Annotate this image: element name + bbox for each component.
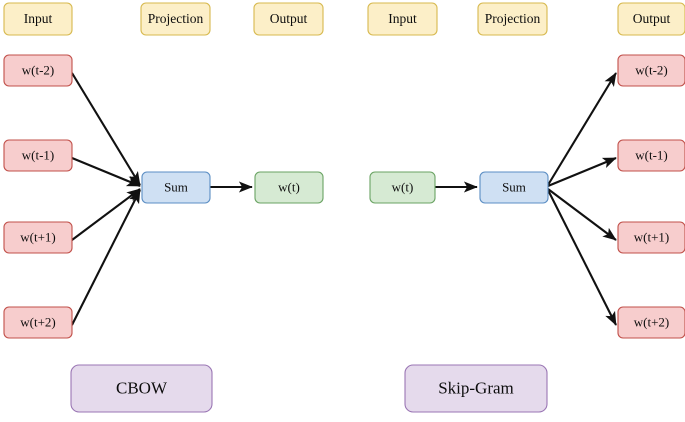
cbow-node-wtm2-box <box>3 54 73 87</box>
cbow-node-output-wt-box <box>254 171 324 204</box>
cbow-panel: Input Projection Output w(t-2) w(t-1) <box>3 2 324 413</box>
skipgram-panel: Input Projection Output w(t) Sum <box>367 2 685 413</box>
skipgram-header-output-box <box>617 2 685 36</box>
skipgram-header-input-label: Input <box>388 11 417 26</box>
edge-sum-to-wtp1 <box>547 188 617 241</box>
skipgram-edges-out <box>547 72 617 326</box>
skipgram-node-input-wt-label: w(t) <box>392 179 414 194</box>
cbow-model-name: CBOW <box>70 364 213 413</box>
cbow-header-projection-label: Projection <box>148 11 204 26</box>
cbow-header-projection-box <box>140 2 211 36</box>
cbow-header-output-box <box>253 2 324 36</box>
cbow-node-output-wt: w(t) <box>254 171 324 204</box>
cbow-node-output-wt-label: w(t) <box>278 179 300 194</box>
skipgram-header-projection-label: Projection <box>485 11 541 26</box>
edge-wtm2-to-sum <box>71 72 141 186</box>
edge-wtp1-to-sum <box>71 188 141 241</box>
cbow-node-wtm1-label: w(t-1) <box>22 147 55 162</box>
cbow-node-sum-label: Sum <box>164 179 188 194</box>
skipgram-header-input: Input <box>367 2 438 36</box>
cbow-node-sum-box <box>141 171 211 204</box>
cbow-node-wtp2: w(t+2) <box>3 306 73 339</box>
skipgram-node-wtp1-box <box>617 221 685 254</box>
edge-sum-to-wtp2 <box>547 189 617 326</box>
skipgram-node-wtp1: w(t+1) <box>617 221 685 254</box>
skipgram-model-name: Skip-Gram <box>404 364 548 413</box>
cbow-header-input: Input <box>3 2 73 36</box>
skipgram-node-sum: Sum <box>479 171 549 204</box>
skipgram-header-projection: Projection <box>477 2 548 36</box>
skipgram-node-wtm1-box <box>617 139 685 172</box>
skipgram-header-output-label: Output <box>633 11 671 26</box>
skipgram-node-wtp2-box <box>617 306 685 339</box>
skipgram-header-projection-box <box>477 2 548 36</box>
skipgram-header-input-box <box>367 2 438 36</box>
skipgram-node-wtp1-label: w(t+1) <box>634 229 670 244</box>
skipgram-model-name-box <box>404 364 548 413</box>
cbow-header-projection: Projection <box>140 2 211 36</box>
cbow-node-wtp1-box <box>3 221 73 254</box>
skipgram-node-sum-box <box>479 171 549 204</box>
edge-wtm1-to-sum <box>71 157 141 187</box>
cbow-node-wtp2-label: w(t+2) <box>20 314 56 329</box>
skipgram-node-wtp2-label: w(t+2) <box>634 314 670 329</box>
cbow-node-wtm2: w(t-2) <box>3 54 73 87</box>
cbow-header-input-label: Input <box>24 11 53 26</box>
cbow-node-wtp2-box <box>3 306 73 339</box>
edge-wtp2-to-sum <box>71 189 141 326</box>
skipgram-header-output: Output <box>617 2 685 36</box>
cbow-header-input-box <box>3 2 73 36</box>
cbow-header-output-label: Output <box>270 11 308 26</box>
skipgram-node-wtp2: w(t+2) <box>617 306 685 339</box>
skipgram-node-sum-label: Sum <box>502 179 526 194</box>
skipgram-node-wtm1-label: w(t-1) <box>635 147 668 162</box>
cbow-node-wtm2-label: w(t-2) <box>22 62 55 77</box>
skipgram-model-name-label: Skip-Gram <box>438 378 514 397</box>
edge-sum-to-wtm1 <box>547 157 617 187</box>
skipgram-node-input-wt-box <box>369 171 436 204</box>
cbow-node-sum: Sum <box>141 171 211 204</box>
skipgram-node-wtm2: w(t-2) <box>617 54 685 87</box>
skipgram-node-wtm2-box <box>617 54 685 87</box>
cbow-header-output: Output <box>253 2 324 36</box>
cbow-node-wtm1: w(t-1) <box>3 139 73 172</box>
cbow-model-name-box <box>70 364 213 413</box>
skipgram-node-wtm2-label: w(t-2) <box>635 62 668 77</box>
cbow-model-name-label: CBOW <box>116 378 168 397</box>
cbow-edges-in <box>71 72 141 326</box>
skipgram-node-wtm1: w(t-1) <box>617 139 685 172</box>
cbow-node-wtp1-label: w(t+1) <box>20 229 56 244</box>
edge-sum-to-wtm2 <box>547 72 617 186</box>
cbow-node-wtm1-box <box>3 139 73 172</box>
cbow-node-wtp1: w(t+1) <box>3 221 73 254</box>
skipgram-node-input-wt: w(t) <box>369 171 436 204</box>
